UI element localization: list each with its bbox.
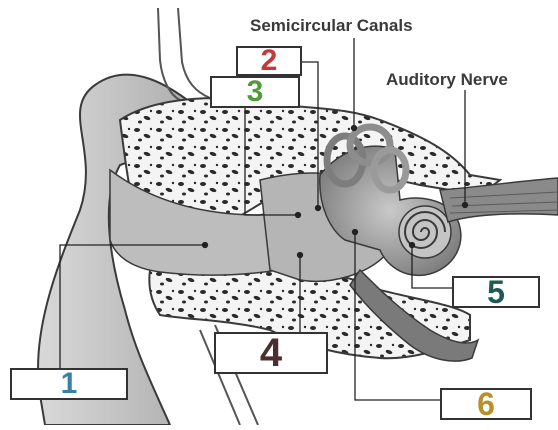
- label-box-6[interactable]: 6: [440, 388, 532, 420]
- label-box-2[interactable]: 2: [236, 46, 302, 76]
- label-number-6: 6: [477, 388, 495, 420]
- semicircular-canals-caption: Semicircular Canals: [250, 16, 413, 36]
- skull-wall-right: [178, 8, 210, 98]
- label-box-1[interactable]: 1: [10, 368, 128, 400]
- label-number-3: 3: [247, 77, 264, 107]
- label-number-2: 2: [261, 46, 278, 76]
- label-number-5: 5: [487, 276, 505, 308]
- cochlea-outer: [399, 206, 451, 258]
- label-box-4[interactable]: 4: [214, 332, 328, 374]
- label-number-1: 1: [61, 369, 78, 399]
- auditory-nerve-caption: Auditory Nerve: [386, 70, 508, 90]
- label-number-4: 4: [260, 333, 282, 373]
- label-box-3[interactable]: 3: [210, 76, 300, 108]
- label-box-5[interactable]: 5: [452, 276, 540, 308]
